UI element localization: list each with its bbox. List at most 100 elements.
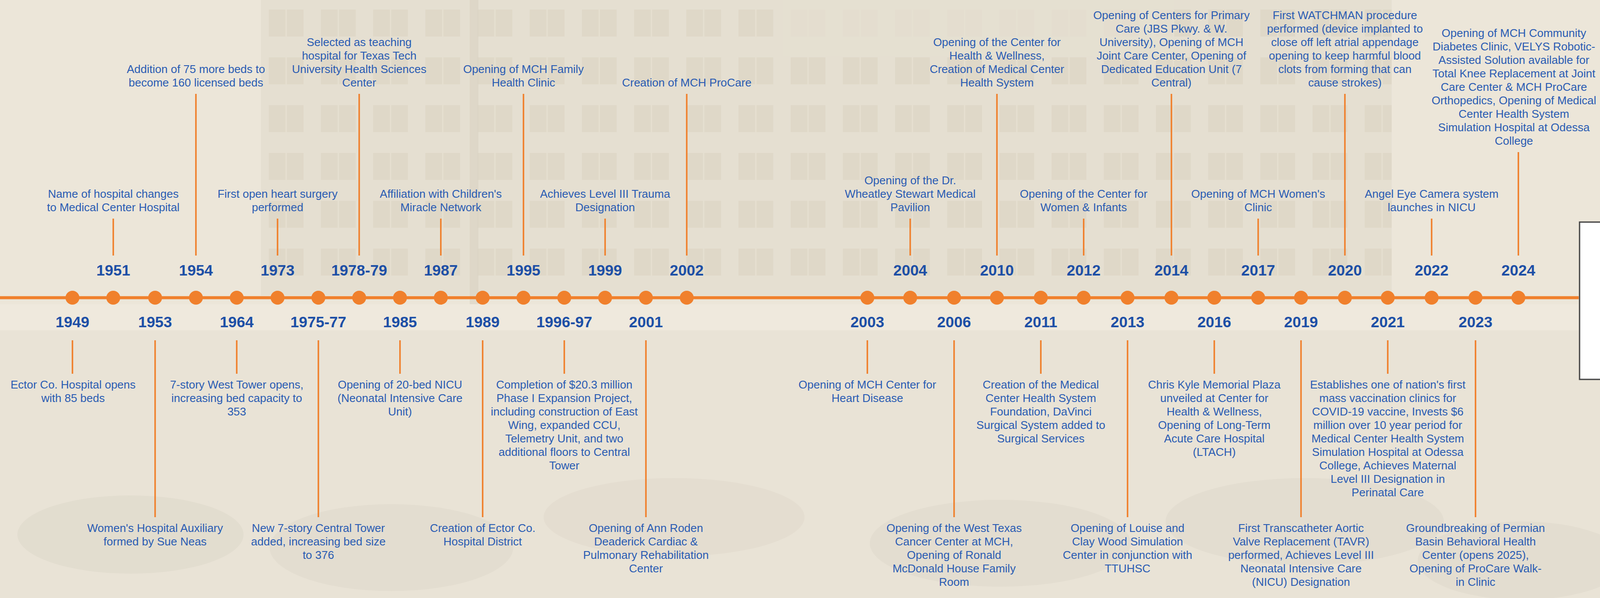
year-label: 1999: [587, 261, 622, 280]
event-text: Opening of the West Texas Cancer Center …: [884, 521, 1024, 590]
year-label: 2001: [628, 313, 663, 331]
year-label: 2012: [1066, 261, 1101, 280]
timeline-dot: [679, 290, 694, 305]
timeline-dot: [434, 290, 448, 305]
event-text: Creation of the Medical Center Health Sy…: [971, 378, 1111, 446]
leader-line: [909, 218, 912, 256]
leader-line: [866, 340, 869, 375]
timeline-dot: [311, 290, 326, 305]
event-text: 7-story West Tower opens, increasing bed…: [167, 378, 307, 419]
timeline-dot: [352, 290, 367, 305]
year-label: 2014: [1154, 261, 1189, 280]
event-text: Completion of $20.3 million Phase I Expa…: [490, 378, 639, 473]
year-label: 2010: [979, 261, 1014, 280]
leader-line: [604, 218, 607, 256]
leader-line: [317, 340, 320, 518]
event-text: Opening of the Center for Health & Welln…: [927, 35, 1067, 90]
timeline-dot: [597, 290, 612, 305]
event-text: Name of hospital changes to Medical Cent…: [43, 187, 183, 215]
leader-line: [358, 93, 361, 256]
event-text: Opening of Louise and Clay Wood Simulati…: [1058, 521, 1198, 576]
leader-line: [236, 340, 238, 375]
leader-line: [1517, 152, 1520, 256]
year-label: 1995: [506, 261, 541, 280]
timeline-dot: [1337, 290, 1352, 305]
timeline-dot: [638, 290, 653, 305]
event-text: Angel Eye Camera system launches in NICU: [1362, 187, 1502, 215]
event-text: Ector Co. Hospital opens with 85 beds: [3, 378, 143, 406]
year-label: 2023: [1458, 313, 1493, 331]
event-text: Achieves Level III Trauma Designation: [535, 187, 675, 215]
event-text: Creation of Ector Co. Hospital District: [413, 521, 553, 549]
event-text: Groundbreaking of Permian Basin Behavior…: [1406, 521, 1546, 590]
event-text: Opening of the Center for Women & Infant…: [1014, 187, 1154, 215]
event-text: Opening of the Dr. Wheatley Stewart Medi…: [840, 173, 980, 215]
year-label: 1985: [383, 313, 418, 331]
leader-line: [522, 93, 525, 256]
timeline-dot: [393, 290, 408, 305]
year-label: 1987: [424, 261, 458, 280]
leader-line: [440, 218, 442, 256]
event-text: Opening of Ann Roden Deaderick Cardiac &…: [576, 521, 716, 576]
year-label: 1973: [260, 261, 295, 280]
timeline-dot: [557, 290, 572, 305]
year-label: 1949: [55, 313, 90, 331]
timeline-dot: [989, 290, 1004, 305]
event-text: Opening of MCH Women's Clinic: [1188, 187, 1328, 215]
event-text: First open heart surgery performed: [207, 187, 348, 215]
timeline-dot: [1424, 290, 1439, 305]
year-label: 2011: [1024, 313, 1058, 331]
year-label: 1989: [465, 313, 500, 331]
edge-panel: [1579, 222, 1600, 380]
leader-line: [1213, 340, 1216, 375]
event-text: Opening of MCH Community Diabetes Clinic…: [1431, 26, 1597, 148]
timeline-dot: [475, 290, 490, 305]
year-label: 2004: [893, 261, 928, 280]
leader-line: [1039, 340, 1042, 375]
year-label: 1975-77: [290, 313, 347, 331]
event-text: Women's Hospital Auxiliary formed by Sue…: [85, 521, 225, 549]
event-text: Opening of MCH Center for Heart Disease: [797, 378, 937, 406]
leader-line: [1082, 218, 1085, 256]
timeline-dot: [1120, 290, 1135, 305]
timeline-dot: [188, 290, 203, 305]
event-text: Opening of Centers for Primary Care (JBS…: [1093, 8, 1250, 90]
leader-line: [1257, 218, 1260, 256]
leader-line: [1430, 218, 1433, 256]
year-label: 1953: [138, 313, 173, 331]
leader-line: [71, 340, 74, 375]
leader-line: [1170, 93, 1173, 256]
timeline-dot: [229, 290, 244, 305]
event-text: Addition of 75 more beds to become 160 l…: [126, 62, 266, 90]
year-label: 1964: [219, 313, 254, 331]
year-label: 1951: [96, 261, 131, 280]
timeline-dot: [1207, 290, 1222, 305]
year-label: 1954: [179, 261, 214, 280]
year-label: 1996-97: [536, 313, 592, 331]
year-label: 2021: [1370, 313, 1405, 331]
leader-line: [195, 93, 198, 256]
leader-line: [276, 218, 279, 256]
leader-line: [1344, 93, 1347, 256]
year-label: 2003: [850, 313, 885, 331]
event-text: New 7-story Central Tower added, increas…: [248, 521, 388, 563]
timeline-dot: [1076, 290, 1091, 305]
timeline-dot: [860, 290, 875, 305]
year-label: 2006: [937, 313, 972, 331]
event-text: Creation of MCH ProCare: [617, 76, 757, 90]
year-label: 2020: [1327, 261, 1362, 280]
year-label: 2016: [1197, 313, 1232, 331]
leader-line: [1126, 340, 1129, 518]
event-text: First Transcatheter Aortic Valve Replace…: [1227, 521, 1376, 590]
timeline-dot: [1511, 290, 1526, 305]
leader-line: [399, 340, 401, 375]
year-label: 2022: [1414, 261, 1449, 280]
year-label: 2019: [1284, 313, 1319, 331]
timeline-dot: [270, 290, 285, 305]
event-text: Chris Kyle Memorial Plaza unveiled at Ce…: [1144, 378, 1284, 460]
leader-line: [685, 93, 688, 256]
year-label: 2017: [1241, 261, 1276, 280]
